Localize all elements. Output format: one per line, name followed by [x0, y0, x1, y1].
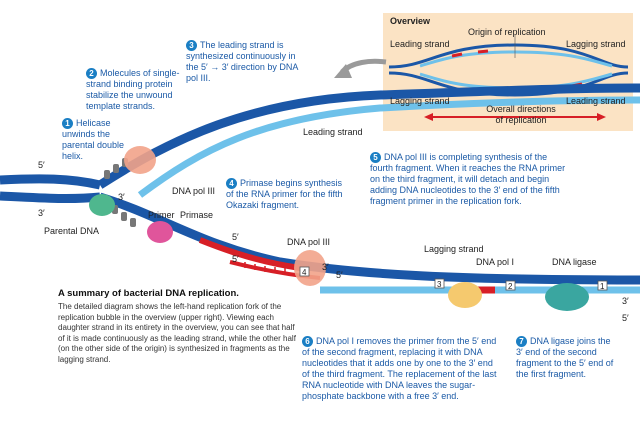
step-1-number: 1: [62, 118, 73, 129]
leading-strand: [137, 96, 640, 198]
overview-lagging-strand-bl: Lagging strand: [390, 96, 450, 106]
overview-lagging-strand-tr: Lagging strand: [566, 39, 626, 49]
box-label-2: 2: [508, 282, 513, 291]
step-1-text: Helicase unwinds the parental double hel…: [62, 118, 125, 161]
step-3-number: 3: [186, 40, 197, 51]
box-label-3: 3: [437, 280, 442, 289]
overview-primers: [451, 49, 583, 91]
label-5prime-rna: 5′: [232, 254, 239, 264]
left-arrowhead-icon: [424, 113, 433, 121]
overview-origin: Origin of replication: [468, 27, 546, 37]
step-4-text: Primase begins synthesis of the RNA prim…: [226, 178, 343, 210]
label-5prime-right: 5′: [622, 313, 629, 323]
overview-leading-strand-br: Leading strand: [566, 96, 626, 106]
step-2-text: Molecules of single-strand binding prote…: [86, 68, 180, 111]
label-parental-dna: Parental DNA: [44, 226, 100, 236]
parental-strand-top: [0, 174, 102, 190]
summary-body: The detailed diagram shows the left-hand…: [58, 302, 296, 364]
label-5prime-mid: 5′: [232, 232, 239, 242]
fragment-number-boxes: [299, 266, 608, 291]
label-dna-ligase: DNA ligase: [552, 257, 597, 267]
label-3prime-right: 3′: [622, 296, 629, 306]
zoom-arrowhead-icon: [334, 64, 352, 78]
leading-template-strand: [97, 83, 640, 189]
label-3prime-top: 3′: [118, 192, 125, 202]
right-arrowhead-icon: [597, 113, 606, 121]
step-5-number: 5: [370, 152, 381, 163]
step-2-number: 2: [86, 68, 97, 79]
step-7-text: DNA ligase joins the 3′ end of the secon…: [516, 336, 614, 379]
step-5-text: DNA pol III is completing synthesis of t…: [370, 152, 566, 206]
summary-title: A summary of bacterial DNA replication.: [58, 288, 239, 299]
dna-ligase: [545, 283, 589, 311]
primer-rungs: [244, 262, 286, 274]
parental-strand-bottom: [0, 191, 101, 204]
overview-title: Overview: [390, 16, 431, 26]
helicase: [89, 194, 115, 216]
step-4-number: 4: [226, 178, 237, 189]
label-5prime-left: 5′: [38, 160, 45, 170]
label-3prime-mid: 3′: [322, 262, 329, 272]
primase: [147, 221, 173, 243]
label-leading-strand: Leading strand: [303, 127, 363, 137]
step-3-text: The leading strand is synthesized contin…: [186, 40, 298, 83]
label-dna-pol-iii-top: DNA pol III: [172, 186, 216, 196]
overview-panel: [383, 13, 633, 131]
box-label-1: 1: [600, 282, 605, 291]
overview-leading-strand-tl: Leading strand: [390, 39, 450, 49]
box-label-4: 4: [302, 268, 307, 277]
dna-pol-i: [448, 282, 482, 308]
dna-pol-iii-lagging: [294, 250, 326, 286]
step-6-number: 6: [302, 336, 313, 347]
label-lagging-strand: Lagging strand: [424, 244, 484, 254]
label-3prime-left: 3′: [38, 208, 45, 218]
fragment-5-primer: [198, 237, 301, 271]
overview-background: [383, 13, 633, 131]
step-7-number: 7: [516, 336, 527, 347]
step-6-text: DNA pol I removes the primer from the 5′…: [302, 336, 497, 401]
label-primer: Primer: [148, 210, 175, 220]
label-dna-pol-iii-mid: DNA pol III: [287, 237, 331, 247]
label-primase: Primase: [180, 210, 214, 220]
overview-directions: Overall directions of replication: [486, 104, 556, 125]
label-5prime-mid2: 5′: [336, 270, 343, 280]
dna-pol-iii-leading: [124, 146, 156, 174]
overview-strand-bottom-outer: [388, 71, 629, 97]
label-dna-pol-i: DNA pol I: [476, 257, 515, 267]
